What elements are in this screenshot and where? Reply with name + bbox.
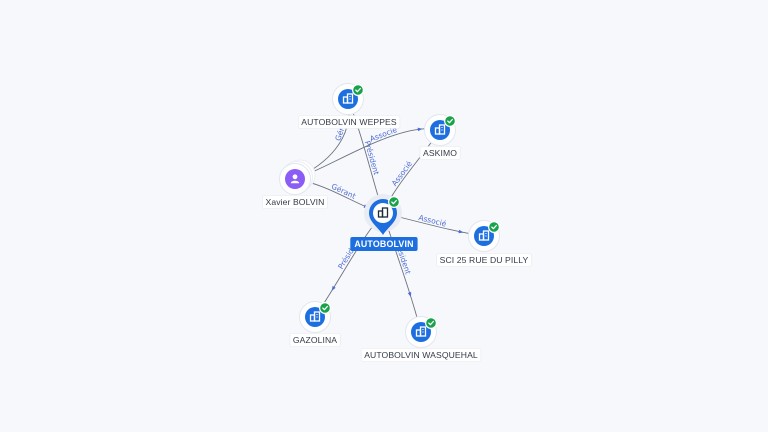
center-label-text: AUTOBOLVIN bbox=[354, 239, 413, 249]
node-gazolina[interactable]: GAZOLINA bbox=[289, 301, 341, 347]
node-label[interactable]: Xavier BOLVIN bbox=[262, 195, 328, 209]
edge-label: Président bbox=[363, 140, 381, 176]
verified-check-icon bbox=[352, 83, 365, 96]
node-label-text: Xavier BOLVIN bbox=[266, 197, 325, 207]
verified-check-icon bbox=[388, 196, 401, 209]
verified-check-icon bbox=[444, 114, 457, 127]
node-label[interactable]: SCI 25 RUE DU PILLY bbox=[436, 253, 532, 267]
node-label[interactable]: ASKIMO bbox=[419, 146, 461, 160]
nodes-layer: AUTOBOLVIN WEPPES ASKIMO Xavier BOLVIN SCI … bbox=[262, 83, 532, 362]
node-label-text: ASKIMO bbox=[423, 148, 457, 158]
node-label[interactable]: AUTOBOLVIN WEPPES bbox=[297, 115, 401, 129]
node-label[interactable]: AUTOBOLVIN WASQUEHAL bbox=[360, 348, 482, 362]
verified-check-icon bbox=[488, 221, 501, 234]
node-label-text: AUTOBOLVIN WASQUEHAL bbox=[364, 350, 478, 360]
edge-label: Associé bbox=[390, 159, 414, 187]
node-weppes[interactable]: AUTOBOLVIN WEPPES bbox=[297, 83, 401, 129]
center-label[interactable]: AUTOBOLVIN bbox=[350, 237, 418, 251]
node-label[interactable]: GAZOLINA bbox=[289, 333, 341, 347]
node-askimo[interactable]: ASKIMO bbox=[419, 114, 461, 160]
edge-label: Associé bbox=[418, 213, 448, 229]
edge-label: Gérant bbox=[330, 182, 357, 201]
node-xavier[interactable]: Xavier BOLVIN bbox=[262, 159, 328, 209]
center-node[interactable]: AUTOBOLVIN bbox=[350, 194, 418, 251]
edge-arrow bbox=[331, 285, 336, 291]
node-label-text: AUTOBOLVIN WEPPES bbox=[301, 117, 397, 127]
edge-arrow bbox=[407, 291, 412, 298]
node-label-text: SCI 25 RUE DU PILLY bbox=[440, 255, 529, 265]
node-sci[interactable]: SCI 25 RUE DU PILLY bbox=[436, 220, 532, 267]
node-label-text: GAZOLINA bbox=[293, 335, 337, 345]
edge-arrow bbox=[417, 127, 423, 132]
verified-check-icon bbox=[425, 317, 438, 330]
verified-check-icon bbox=[319, 302, 332, 315]
building-icon bbox=[377, 207, 389, 218]
edge-arrow bbox=[458, 229, 464, 234]
node-wasquehal[interactable]: AUTOBOLVIN WASQUEHAL bbox=[360, 316, 482, 362]
